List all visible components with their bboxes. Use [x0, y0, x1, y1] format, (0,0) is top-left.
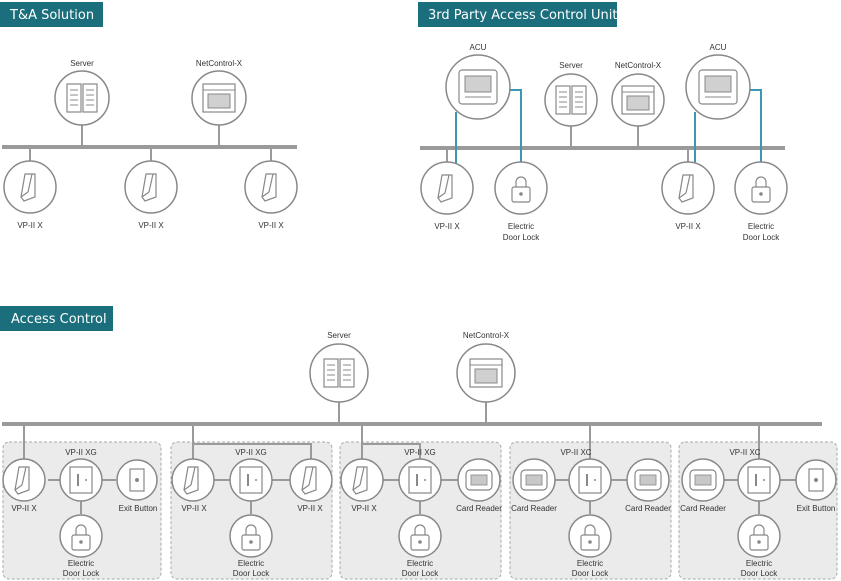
tp-server-label: Server — [559, 61, 583, 70]
tp-lock-1: Electric Door Lock — [494, 161, 548, 242]
ac-g5-exit-label: Exit Button — [797, 504, 836, 513]
tp-terminal-2: VP-II X — [661, 161, 715, 231]
access-control-section: Server NetControl-X VP-II XG VP-II X Exi… — [2, 331, 838, 580]
tp-lock-2-label-b: Door Lock — [743, 233, 780, 242]
ac-netcontrol-label: NetControl-X — [463, 331, 510, 340]
ac-g2-lock-label-b: Door Lock — [233, 569, 270, 578]
ac-group-5: VP-II XC Card Reader Exit Button Electri… — [680, 424, 837, 578]
tp-lock-2-label-a: Electric — [748, 222, 774, 231]
ta-terminal-3-label: VP-II X — [258, 221, 284, 230]
tp-terminal-1: VP-II X — [420, 161, 474, 231]
ac-server-label: Server — [327, 331, 351, 340]
ac-g1-vp-label: VP-II X — [11, 504, 37, 513]
tp-netcontrol-label: NetControl-X — [615, 61, 662, 70]
ac-g3-reader-label: Card Reader — [456, 504, 502, 513]
ta-terminal-1-label: VP-II X — [17, 221, 43, 230]
ac-g4-reader2-label: Card Reader — [625, 504, 671, 513]
tp-lock-1-label-b: Door Lock — [503, 233, 540, 242]
third-party-section: ACU Server NetControl-X ACU VP-II X — [420, 43, 788, 242]
tp-server-node: Server — [544, 61, 598, 127]
ta-server-label: Server — [70, 59, 94, 68]
ac-g4-xc-label: VP-II XC — [560, 448, 591, 457]
ac-g3-vp-label: VP-II X — [351, 504, 377, 513]
acu-node-2: ACU — [685, 43, 751, 120]
acu-node-1: ACU — [445, 43, 511, 120]
ta-terminal-2: VP-II X — [124, 160, 178, 230]
acu-label-2: ACU — [710, 43, 727, 52]
ac-g2-lock-label-a: Electric — [238, 559, 264, 568]
ac-g1-lock-label-a: Electric — [68, 559, 94, 568]
ta-netcontrol-node: NetControl-X — [191, 59, 247, 126]
ac-g3-lock-label-a: Electric — [407, 559, 433, 568]
ac-g4-reader1-label: Card Reader — [511, 504, 557, 513]
ta-solution-section: Server NetControl-X VP-II X VP-II X VP-I… — [2, 59, 298, 230]
ac-g2-xg-label: VP-II XG — [235, 448, 267, 457]
ta-netcontrol-label: NetControl-X — [196, 59, 243, 68]
ac-server-node: Server — [309, 331, 369, 403]
ac-netcontrol-node: NetControl-X — [456, 331, 516, 403]
ac-g1-exit-label: Exit Button — [119, 504, 158, 513]
ac-g5-reader-label: Card Reader — [680, 504, 726, 513]
ac-g3-lock-label-b: Door Lock — [402, 569, 439, 578]
header-ta-solution: T&A Solution — [0, 2, 103, 27]
tp-netcontrol-node: NetControl-X — [611, 61, 665, 127]
ac-g4-lock-label-a: Electric — [577, 559, 603, 568]
tp-lock-2: Electric Door Lock — [734, 161, 788, 242]
ta-server-node: Server — [54, 59, 110, 126]
acu-label-1: ACU — [470, 43, 487, 52]
ac-g2-vp2-label: VP-II X — [297, 504, 323, 513]
ac-group-4: VP-II XC Card Reader Card Reader Electri… — [511, 424, 671, 578]
ac-g5-lock-label-a: Electric — [746, 559, 772, 568]
header-ta-solution-text: T&A Solution — [9, 8, 94, 23]
ac-g1-xg-label: VP-II XG — [65, 448, 97, 457]
ta-terminal-1: VP-II X — [3, 160, 57, 230]
ac-g5-xc-label: VP-II XC — [729, 448, 760, 457]
ac-g2-vp1-label: VP-II X — [181, 504, 207, 513]
ac-group-2: VP-II XG VP-II X VP-II X Electric Door L… — [171, 424, 333, 578]
header-access-control: Access Control — [0, 306, 113, 331]
tp-terminal-1-label: VP-II X — [434, 222, 460, 231]
header-third-party-text: 3rd Party Access Control Unit — [428, 8, 617, 23]
ac-g3-xg-label: VP-II XG — [404, 448, 436, 457]
header-third-party: 3rd Party Access Control Unit — [418, 2, 617, 27]
ta-terminal-2-label: VP-II X — [138, 221, 164, 230]
ta-terminal-3: VP-II X — [244, 160, 298, 230]
ac-g5-lock-label-b: Door Lock — [741, 569, 778, 578]
header-access-control-text: Access Control — [11, 312, 107, 327]
ac-g4-lock-label-b: Door Lock — [572, 569, 609, 578]
ac-group-1: VP-II XG VP-II X Exit Button Electric Do… — [2, 424, 158, 578]
tp-lock-1-label-a: Electric — [508, 222, 534, 231]
ac-g1-lock-label-b: Door Lock — [63, 569, 100, 578]
tp-terminal-2-label: VP-II X — [675, 222, 701, 231]
ac-group-3: VP-II XG VP-II X Card Reader Electric Do… — [340, 424, 502, 578]
